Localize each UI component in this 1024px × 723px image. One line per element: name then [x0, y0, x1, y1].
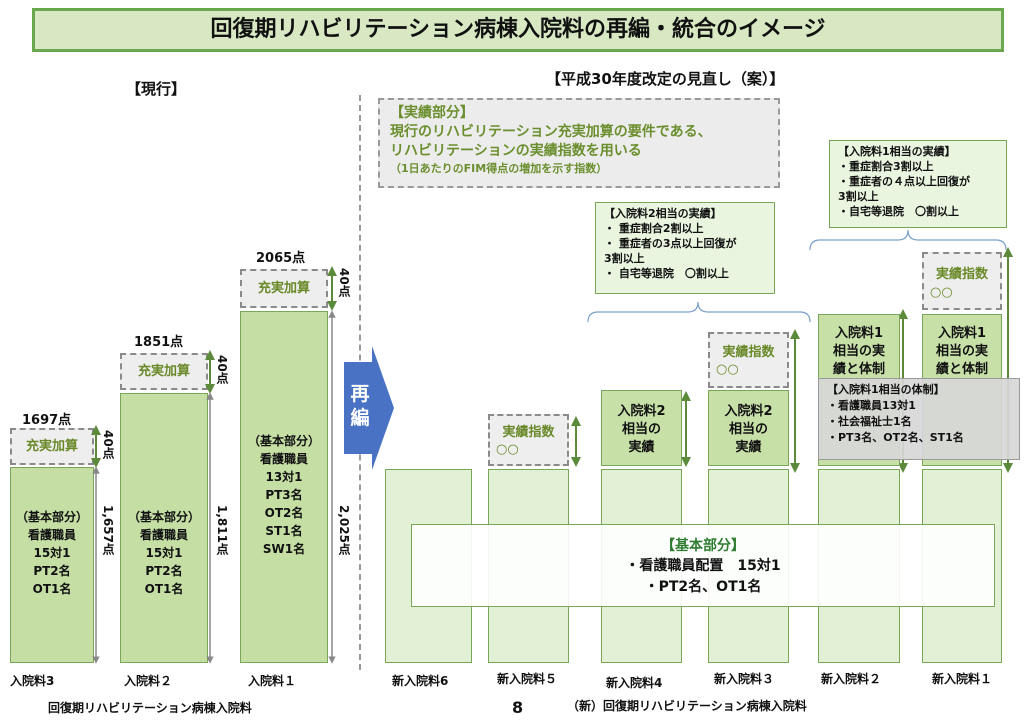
level2-box: 入院料2 相当の 実績 — [601, 390, 682, 466]
performance-value: ○○ — [716, 362, 739, 377]
note-item: ・ 重症者の3点以上回復が — [604, 237, 737, 250]
category-label: 新入院料５ — [497, 672, 558, 686]
results-box: 【実績部分】 現行のリハビリテーション充実加算の要件である、 リハビリテーション… — [378, 98, 780, 188]
bonus-box: 充実加算 — [10, 428, 94, 465]
category-label: 新入院料３ — [714, 672, 775, 686]
system-title: 【入院料1相当の体制】 — [827, 383, 945, 396]
base-points-label: 1,657点 — [101, 505, 115, 555]
bonus-box: 充実加算 — [120, 353, 208, 390]
category-label: 入院料3 — [10, 674, 55, 688]
results-box-line: 現行のリハビリテーション充実加算の要件である、 — [390, 124, 712, 140]
note-title: 【入院料2相当の実績】 — [604, 207, 722, 220]
note-item: ・ 自宅等退院 〇割以上 — [604, 267, 729, 280]
performance-box: 実績指数 ○○ — [922, 252, 1002, 310]
rearrange-label: 再 編 — [350, 383, 370, 429]
current-axis-label: 回復期リハビリテーション病棟入院料 — [48, 701, 252, 715]
performance-value: ○○ — [496, 442, 519, 457]
base-box-title: 【基本部分】 — [661, 538, 745, 554]
system-item: ・看護職員13対1 — [827, 399, 916, 412]
note-level2: 【入院料2相当の実績】 ・ 重症割合2割以上 ・ 重症者の3点以上回復が 3割以… — [595, 202, 775, 294]
results-box-line: リハビリテーションの実績指数を用いる — [390, 143, 642, 159]
category-label: 入院料２ — [124, 674, 173, 688]
level2-box: 入院料2 相当の 実績 — [708, 390, 789, 466]
performance-label: 実績指数 — [722, 345, 775, 360]
current-header: 【現行】 — [126, 80, 187, 98]
results-box-title: 【実績部分】 — [390, 105, 474, 121]
performance-value: ○○ — [930, 285, 953, 300]
system-item: ・社会福祉士1名 — [827, 415, 912, 428]
brace-level2 — [587, 301, 811, 323]
base-text: （基本部分） 看護職員 15対1 PT2名 OT1名 — [15, 510, 88, 596]
note-level1: 【入院料1相当の実績】 ・重症割合3割以上 ・重症者の４点以上回復が 3割以上 … — [829, 140, 1007, 228]
note-item: ・重症者の４点以上回復が — [838, 175, 970, 188]
base-bar — [240, 311, 328, 663]
category-label: 新入院料１ — [932, 672, 993, 686]
total-points-label: 2065点 — [256, 251, 306, 266]
base-text: （基本部分） 看護職員 13対1 PT3名 OT2名 ST1名 SW1名 — [247, 434, 320, 556]
bonus-points-label: 40点 — [337, 268, 351, 297]
total-points-label: 1697点 — [22, 413, 72, 428]
brace-level1 — [809, 229, 1007, 251]
base-box: 【基本部分】 ・看護職員配置 15対1 ・PT2名、OT1名 — [411, 524, 995, 607]
bonus-box: 充実加算 — [240, 269, 328, 308]
page-number: 8 — [512, 698, 524, 717]
base-points-label: 1,811点 — [215, 505, 229, 555]
total-points-label: 1851点 — [134, 335, 184, 350]
base-text: （基本部分） 看護職員 15対1 PT2名 OT1名 — [127, 510, 200, 596]
page-title: 回復期リハビリテーション病棟入院料の再編・統合のイメージ — [32, 8, 1004, 52]
performance-box: 実績指数 ○○ — [708, 332, 789, 388]
category-label: 入院料１ — [248, 674, 297, 688]
category-label: 新入院料6 — [392, 674, 449, 688]
note-item: ・ 重症割合2割以上 — [604, 222, 704, 235]
category-label: 新入院料２ — [821, 672, 882, 686]
system-item: ・PT3名、OT2名、ST1名 — [827, 431, 964, 444]
base-points-label: 2,025点 — [337, 505, 351, 555]
note-title: 【入院料1相当の実績】 — [838, 145, 956, 158]
base-box-line: ・看護職員配置 15対1 — [625, 558, 781, 574]
results-box-note: （1日あたりのFIM得点の増加を示す指数） — [390, 162, 608, 175]
category-label: 新入院料4 — [606, 676, 663, 690]
note-item: 3割以上 — [604, 252, 645, 265]
performance-box: 実績指数 ○○ — [488, 414, 569, 466]
revision-header: 【平成30年度改定の見直し（案）】 — [546, 70, 785, 88]
base-box-line: ・PT2名、OT1名 — [644, 579, 762, 595]
rearrange-arrow — [344, 346, 394, 470]
bonus-points-label: 40点 — [215, 355, 229, 384]
note-item: 3割以上 — [838, 190, 879, 203]
base-bar — [10, 467, 94, 663]
performance-label: 実績指数 — [502, 425, 555, 440]
bonus-points-label: 40点 — [101, 430, 115, 459]
note-item: ・自宅等退院 〇割以上 — [838, 205, 959, 218]
performance-label: 実績指数 — [935, 267, 988, 282]
note-item: ・重症割合3割以上 — [838, 160, 934, 173]
system-box: 【入院料1相当の体制】 ・看護職員13対1 ・社会福祉士1名 ・PT3名、OT2… — [818, 378, 1020, 460]
revision-axis-label: （新）回復期リハビリテーション病棟入院料 — [567, 699, 807, 713]
